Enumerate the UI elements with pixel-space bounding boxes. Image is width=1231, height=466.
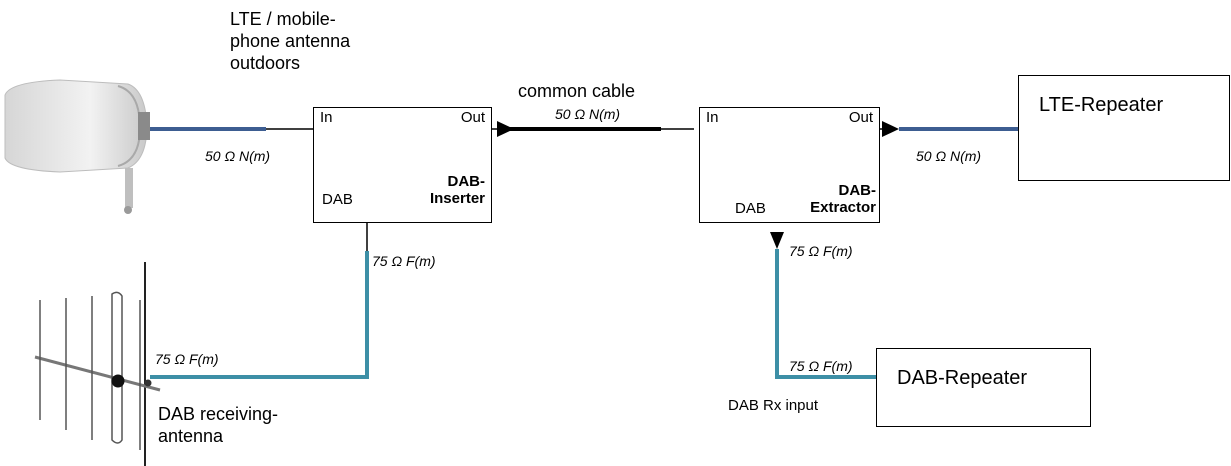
arrow-extractor-dab: [770, 232, 784, 249]
dab-rx-input-label: DAB Rx input: [728, 397, 819, 414]
cable-spec-extractor-dab: 75 Ω F(m): [789, 243, 853, 259]
cable-spec-lte-repeater: 50 Ω N(m): [916, 148, 982, 164]
cable-spec-dab-antenna: 75 Ω F(m): [155, 351, 219, 367]
dab-antenna-label: DAB receiving- antenna: [158, 404, 279, 446]
inserter-dab-label: DAB: [322, 191, 353, 208]
yagi-antenna-icon: [34, 262, 161, 466]
cable-spec-dab-repeater: 75 Ω F(m): [789, 358, 853, 374]
dab-repeater-box: DAB-Repeater: [876, 348, 1091, 427]
inserter-out-label: Out: [460, 109, 485, 126]
arrow-common-in: [497, 121, 514, 137]
dab-repeater-label: DAB-Repeater: [897, 367, 1028, 389]
dab-extractor-box: In Out DAB DAB- Extractor: [699, 107, 880, 223]
lte-panel-antenna-icon: [4, 79, 150, 214]
extractor-name: DAB- Extractor: [810, 182, 876, 216]
cable-spec-inserter-dab: 75 Ω F(m): [372, 253, 436, 269]
inserter-name: DAB- Inserter: [429, 173, 485, 207]
common-cable-title: common cable: [518, 81, 636, 101]
cable-dab-antenna: [150, 251, 369, 379]
arrow-extractor-out: [882, 121, 899, 137]
extractor-dab-label: DAB: [735, 200, 766, 217]
extractor-out-label: Out: [848, 109, 873, 126]
extractor-in-label: In: [706, 109, 719, 126]
cable-spec-lte-antenna: 50 Ω N(m): [205, 148, 271, 164]
lte-repeater-label: LTE-Repeater: [1039, 94, 1164, 116]
cable-to-dab-repeater: [775, 249, 876, 379]
lte-repeater-box: LTE-Repeater: [1018, 75, 1230, 181]
dab-inserter-box: In Out DAB DAB- Inserter: [313, 107, 492, 223]
lte-antenna-label: LTE / mobile- phone antenna outdoors: [230, 9, 351, 73]
inserter-in-label: In: [320, 109, 333, 126]
common-cable-spec: 50 Ω N(m): [555, 106, 621, 122]
